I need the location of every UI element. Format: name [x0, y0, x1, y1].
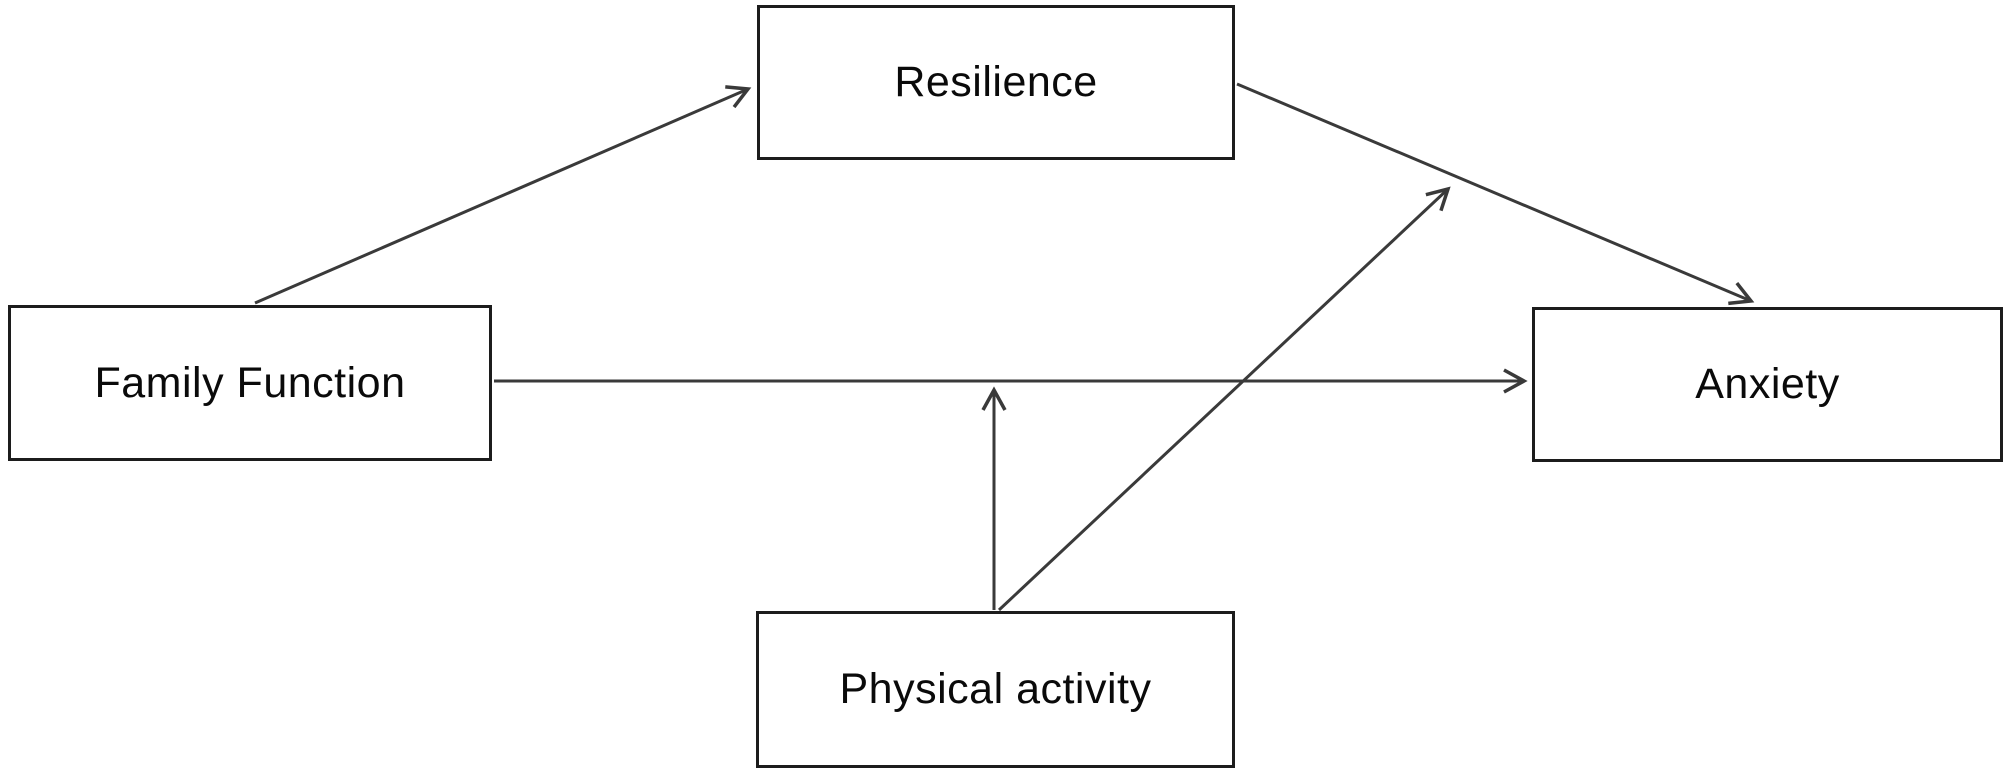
node-resilience-label: Resilience [894, 58, 1098, 106]
arrow-physical-activity-to-mediated-path [997, 186, 1451, 612]
arrow-resilience-to-anxiety [1236, 82, 1755, 306]
node-family-function: Family Function [8, 305, 492, 461]
node-physical-activity-label: Physical activity [839, 665, 1152, 713]
node-resilience: Resilience [757, 5, 1235, 160]
node-physical-activity: Physical activity [756, 611, 1235, 768]
node-anxiety: Anxiety [1532, 307, 2003, 462]
node-anxiety-label: Anxiety [1695, 360, 1840, 408]
arrow-family-function-to-resilience [254, 85, 752, 305]
node-family-function-label: Family Function [94, 358, 406, 407]
